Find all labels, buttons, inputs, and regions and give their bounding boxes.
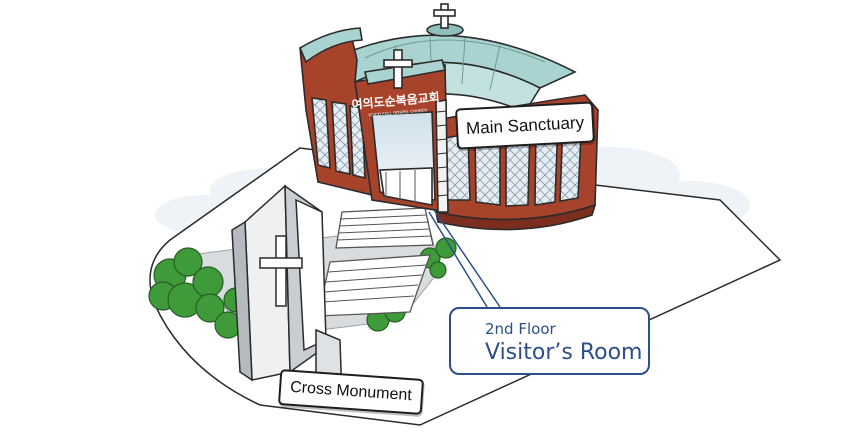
main-sanctuary-building: [298, 3, 599, 231]
front-stairs: [317, 207, 434, 317]
trees-left: [148, 247, 249, 339]
main-sanctuary-label: Main Sanctuary: [455, 101, 596, 150]
callout-leader-lines: [428, 209, 501, 308]
visitors-room-callout: 2nd Floor Visitor’s Room: [449, 307, 650, 375]
visitor-floor-label: 2nd Floor: [485, 320, 556, 338]
visitor-room-label: Visitor’s Room: [485, 340, 643, 365]
church-name-english: YOIDO FULL GOSPEL CHURCH: [367, 107, 428, 117]
